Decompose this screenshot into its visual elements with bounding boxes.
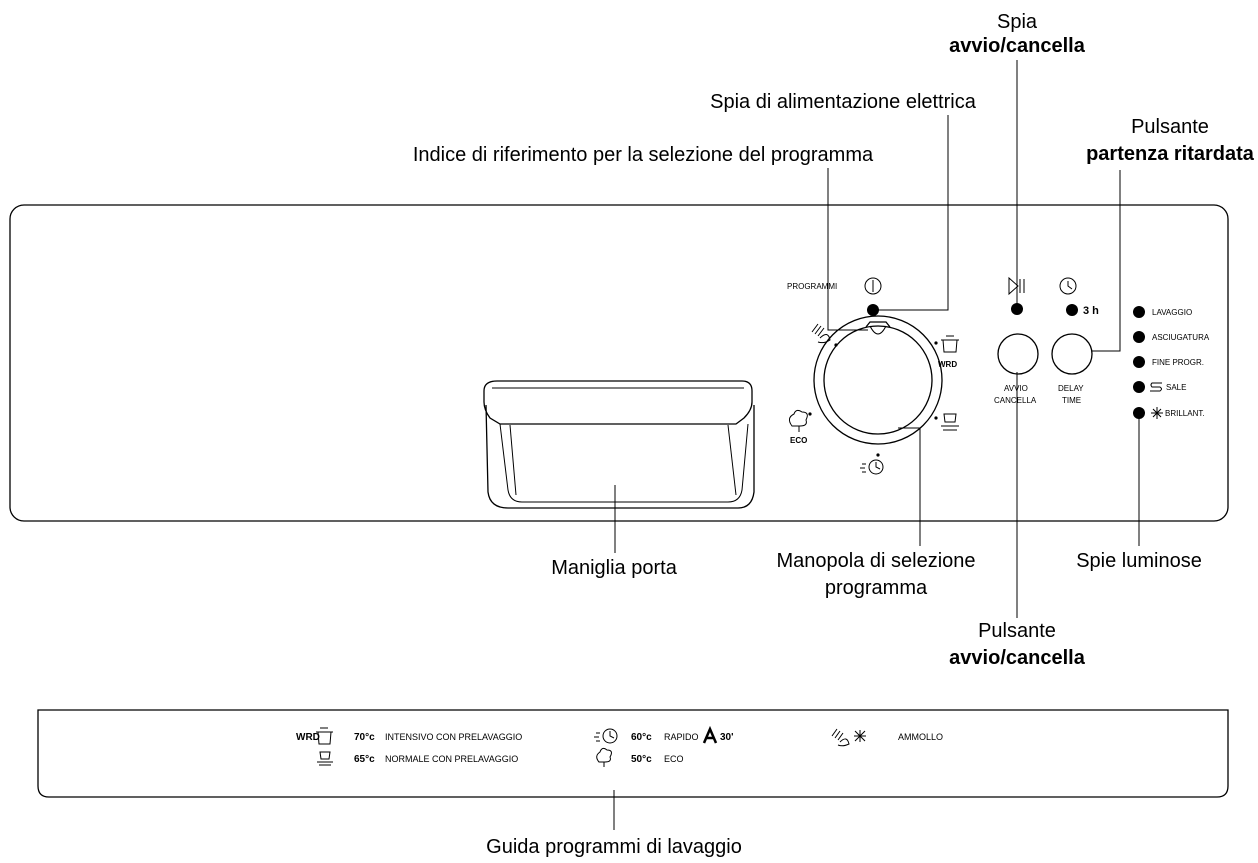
indicator-light-lavaggio bbox=[1133, 306, 1145, 318]
guide-row1-temp-2: 60°c bbox=[631, 732, 652, 743]
guide-rapid-icon bbox=[594, 728, 618, 744]
guide-row2-temp-2: 50°c bbox=[631, 754, 652, 765]
guide-plates-icon bbox=[317, 751, 333, 766]
indicator-label-fine-progr: FINE PROGR. bbox=[1152, 358, 1204, 367]
salt-icon bbox=[1150, 382, 1162, 392]
indicator-light-asciugatura bbox=[1133, 331, 1145, 343]
guide-soak-icon bbox=[831, 728, 850, 747]
callout-guida-programmi: Guida programmi di lavaggio bbox=[486, 836, 742, 858]
callout-spie-luminose: Spie luminose bbox=[1076, 550, 1202, 572]
indicator-label-lavaggio: LAVAGGIO bbox=[1152, 308, 1192, 317]
clock-icon bbox=[1059, 277, 1077, 295]
control-panel bbox=[9, 204, 1229, 522]
rapid-program-icon bbox=[860, 453, 884, 475]
rinse-aid-icon bbox=[1151, 407, 1163, 419]
indicator-label-sale: SALE bbox=[1166, 383, 1186, 392]
callout-pulsante-avvio-1: Pulsante bbox=[978, 620, 1056, 642]
callout-manopola-2: programma bbox=[825, 577, 928, 599]
delay-time-button[interactable] bbox=[1051, 333, 1093, 375]
guide-row1-extra-2: 30' bbox=[720, 732, 734, 743]
callout-spia-avvio-1: Spia bbox=[997, 11, 1038, 33]
guide-row1-temp-1: 70°c bbox=[354, 732, 375, 743]
start-cancel-button[interactable] bbox=[997, 333, 1039, 375]
callout-spia-avvio-2: avvio/cancella bbox=[949, 35, 1086, 57]
callout-indice-riferimento: Indice di riferimento per la selezione d… bbox=[413, 144, 874, 166]
guide-pot-icon bbox=[316, 727, 333, 745]
indicator-lights: LAVAGGIO ASCIUGATURA FINE PROGR. SALE BR… bbox=[1133, 306, 1210, 419]
indicator-light-sale bbox=[1133, 381, 1145, 393]
guide-row1-name-2: RAPIDO bbox=[664, 732, 699, 742]
callout-pulsante-partenza-2: partenza ritardata bbox=[1086, 143, 1255, 165]
guide-a-icon bbox=[702, 725, 718, 744]
callout-pulsante-partenza-1: Pulsante bbox=[1131, 116, 1209, 138]
guide-rinse-icon bbox=[854, 730, 866, 742]
guide-wrd-label: WRD bbox=[296, 732, 320, 743]
guide-eco-icon bbox=[596, 747, 612, 767]
eco-label: ECO bbox=[790, 436, 807, 445]
wrd-label: WRD bbox=[938, 360, 957, 369]
soak-program-icon bbox=[811, 323, 838, 347]
delay-hours-label: 3 h bbox=[1083, 305, 1099, 317]
guide-row1-name-1: INTENSIVO CON PRELAVAGGIO bbox=[385, 732, 522, 742]
power-indicator-light bbox=[867, 304, 879, 316]
guide-row2-name-2: ECO bbox=[664, 754, 684, 764]
start-cancel-indicator-light bbox=[1011, 303, 1023, 315]
time-label: TIME bbox=[1062, 396, 1081, 405]
intensive-pot-icon bbox=[934, 335, 959, 353]
guide-row1-name-3: AMMOLLO bbox=[898, 732, 943, 742]
indicator-light-fine-progr bbox=[1133, 356, 1145, 368]
callout-maniglia-porta: Maniglia porta bbox=[551, 557, 678, 579]
callout-pulsante-avvio-2: avvio/cancella bbox=[949, 647, 1086, 669]
callout-manopola-1: Manopola di selezione bbox=[776, 550, 975, 572]
cancella-label: CANCELLA bbox=[994, 396, 1037, 405]
normal-program-icon bbox=[934, 413, 959, 431]
indicator-label-brillant: BRILLANT. bbox=[1165, 409, 1205, 418]
eco-program-icon bbox=[788, 409, 812, 432]
indicator-label-asciugatura: ASCIUGATURA bbox=[1152, 333, 1210, 342]
delay-label: DELAY bbox=[1058, 384, 1084, 393]
play-pause-icon bbox=[1008, 276, 1025, 296]
power-icon bbox=[864, 277, 882, 295]
programmi-label: PROGRAMMI bbox=[787, 282, 837, 291]
door-handle bbox=[483, 380, 755, 509]
callout-spia-alimentazione: Spia di alimentazione elettrica bbox=[710, 91, 977, 113]
guide-row2-name-1: NORMALE CON PRELAVAGGIO bbox=[385, 754, 518, 764]
program-guide-strip bbox=[37, 709, 1229, 798]
program-selector-knob[interactable] bbox=[813, 315, 943, 445]
avvio-label: AVVIO bbox=[1004, 384, 1028, 393]
delay-indicator-light bbox=[1066, 304, 1078, 316]
guide-row2-temp-1: 65°c bbox=[354, 754, 375, 765]
